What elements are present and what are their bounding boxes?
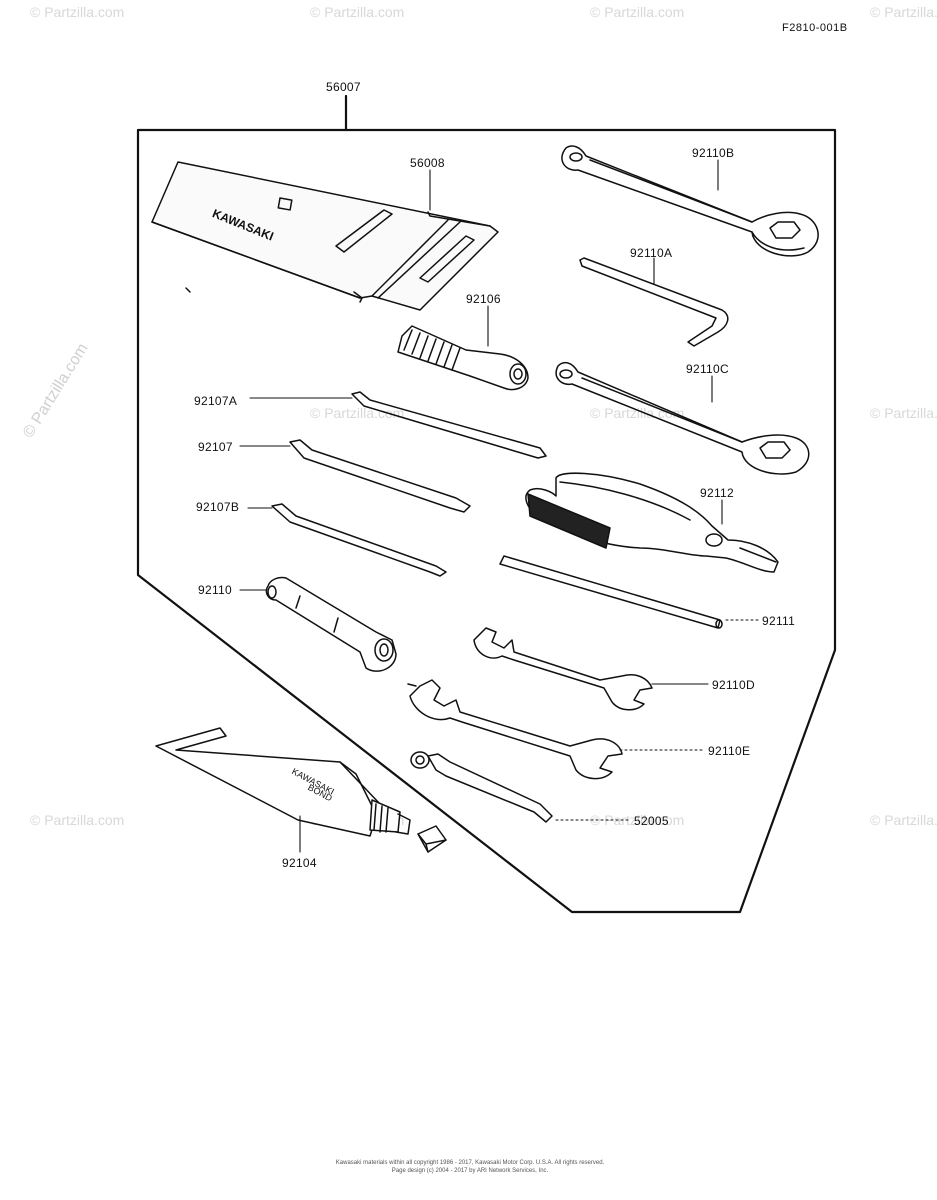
kit-boundary	[136, 94, 837, 914]
label-case: 56008	[410, 156, 445, 170]
label-pliers: 92112	[700, 486, 734, 500]
plug-wrench-drawing	[410, 751, 553, 823]
wrench-d-drawing	[473, 627, 653, 711]
screwdriver-drawing	[289, 439, 471, 513]
label-screwdriver: 92107	[198, 440, 233, 454]
pliers-drawing	[525, 472, 779, 573]
watermark-low-4: © Partzilla.com	[870, 812, 937, 828]
watermark-top-4: © Partzilla.com	[870, 4, 937, 20]
hex-key-a-drawing	[579, 257, 729, 347]
label-hex-key-a: 92110A	[630, 246, 673, 260]
wrench-c-drawing	[555, 361, 810, 475]
leader-lines	[239, 159, 759, 853]
label-wrench-c: 92110C	[686, 362, 729, 376]
screwdriver-b-drawing	[271, 503, 447, 577]
watermark-low-1: © Partzilla.com	[30, 812, 125, 828]
label-wrench-e: 92110E	[708, 744, 751, 758]
label-screwdriver-a: 92107A	[194, 394, 238, 408]
label-wrench-d: 92110D	[712, 678, 755, 692]
wrench-b-drawing	[561, 145, 819, 257]
label-screwdriver-b: 92107B	[196, 500, 240, 514]
figure-code: F2810-001B	[782, 22, 848, 34]
label-wrench-b: 92110B	[692, 146, 735, 160]
watermark-mid-3: © Partzilla.com	[870, 405, 937, 421]
tool-case-drawing	[151, 161, 499, 311]
bond-tube-drawing	[155, 727, 447, 853]
watermark-mid-1: © Partzilla.com	[310, 405, 405, 421]
footer-line-1: Kawasaki materials within all copyright …	[335, 1160, 605, 1166]
screwdriver-a-drawing	[351, 391, 547, 459]
label-tool-kit: 56007	[326, 80, 361, 94]
label-rod: 92111	[762, 614, 796, 628]
watermark-low-3: © Partzilla.com	[590, 812, 685, 828]
label-plug-wrench: 52005	[634, 814, 669, 828]
footer-line-2: Page design (c) 2004 - 2017 by ARI Netwo…	[391, 1168, 549, 1174]
handle-drawing	[397, 325, 529, 391]
label-bond-tube: 92104	[282, 856, 317, 870]
label-box-wrench: 92110	[198, 583, 232, 597]
wrench-e-drawing	[407, 679, 623, 780]
watermark-top-2: © Partzilla.com	[310, 4, 405, 20]
box-wrench-drawing	[265, 576, 397, 672]
watermark-top-3: © Partzilla.com	[590, 4, 685, 20]
rod-drawing	[499, 555, 723, 629]
watermark-top-1: © Partzilla.com	[30, 4, 125, 20]
label-handle: 92106	[466, 292, 501, 306]
